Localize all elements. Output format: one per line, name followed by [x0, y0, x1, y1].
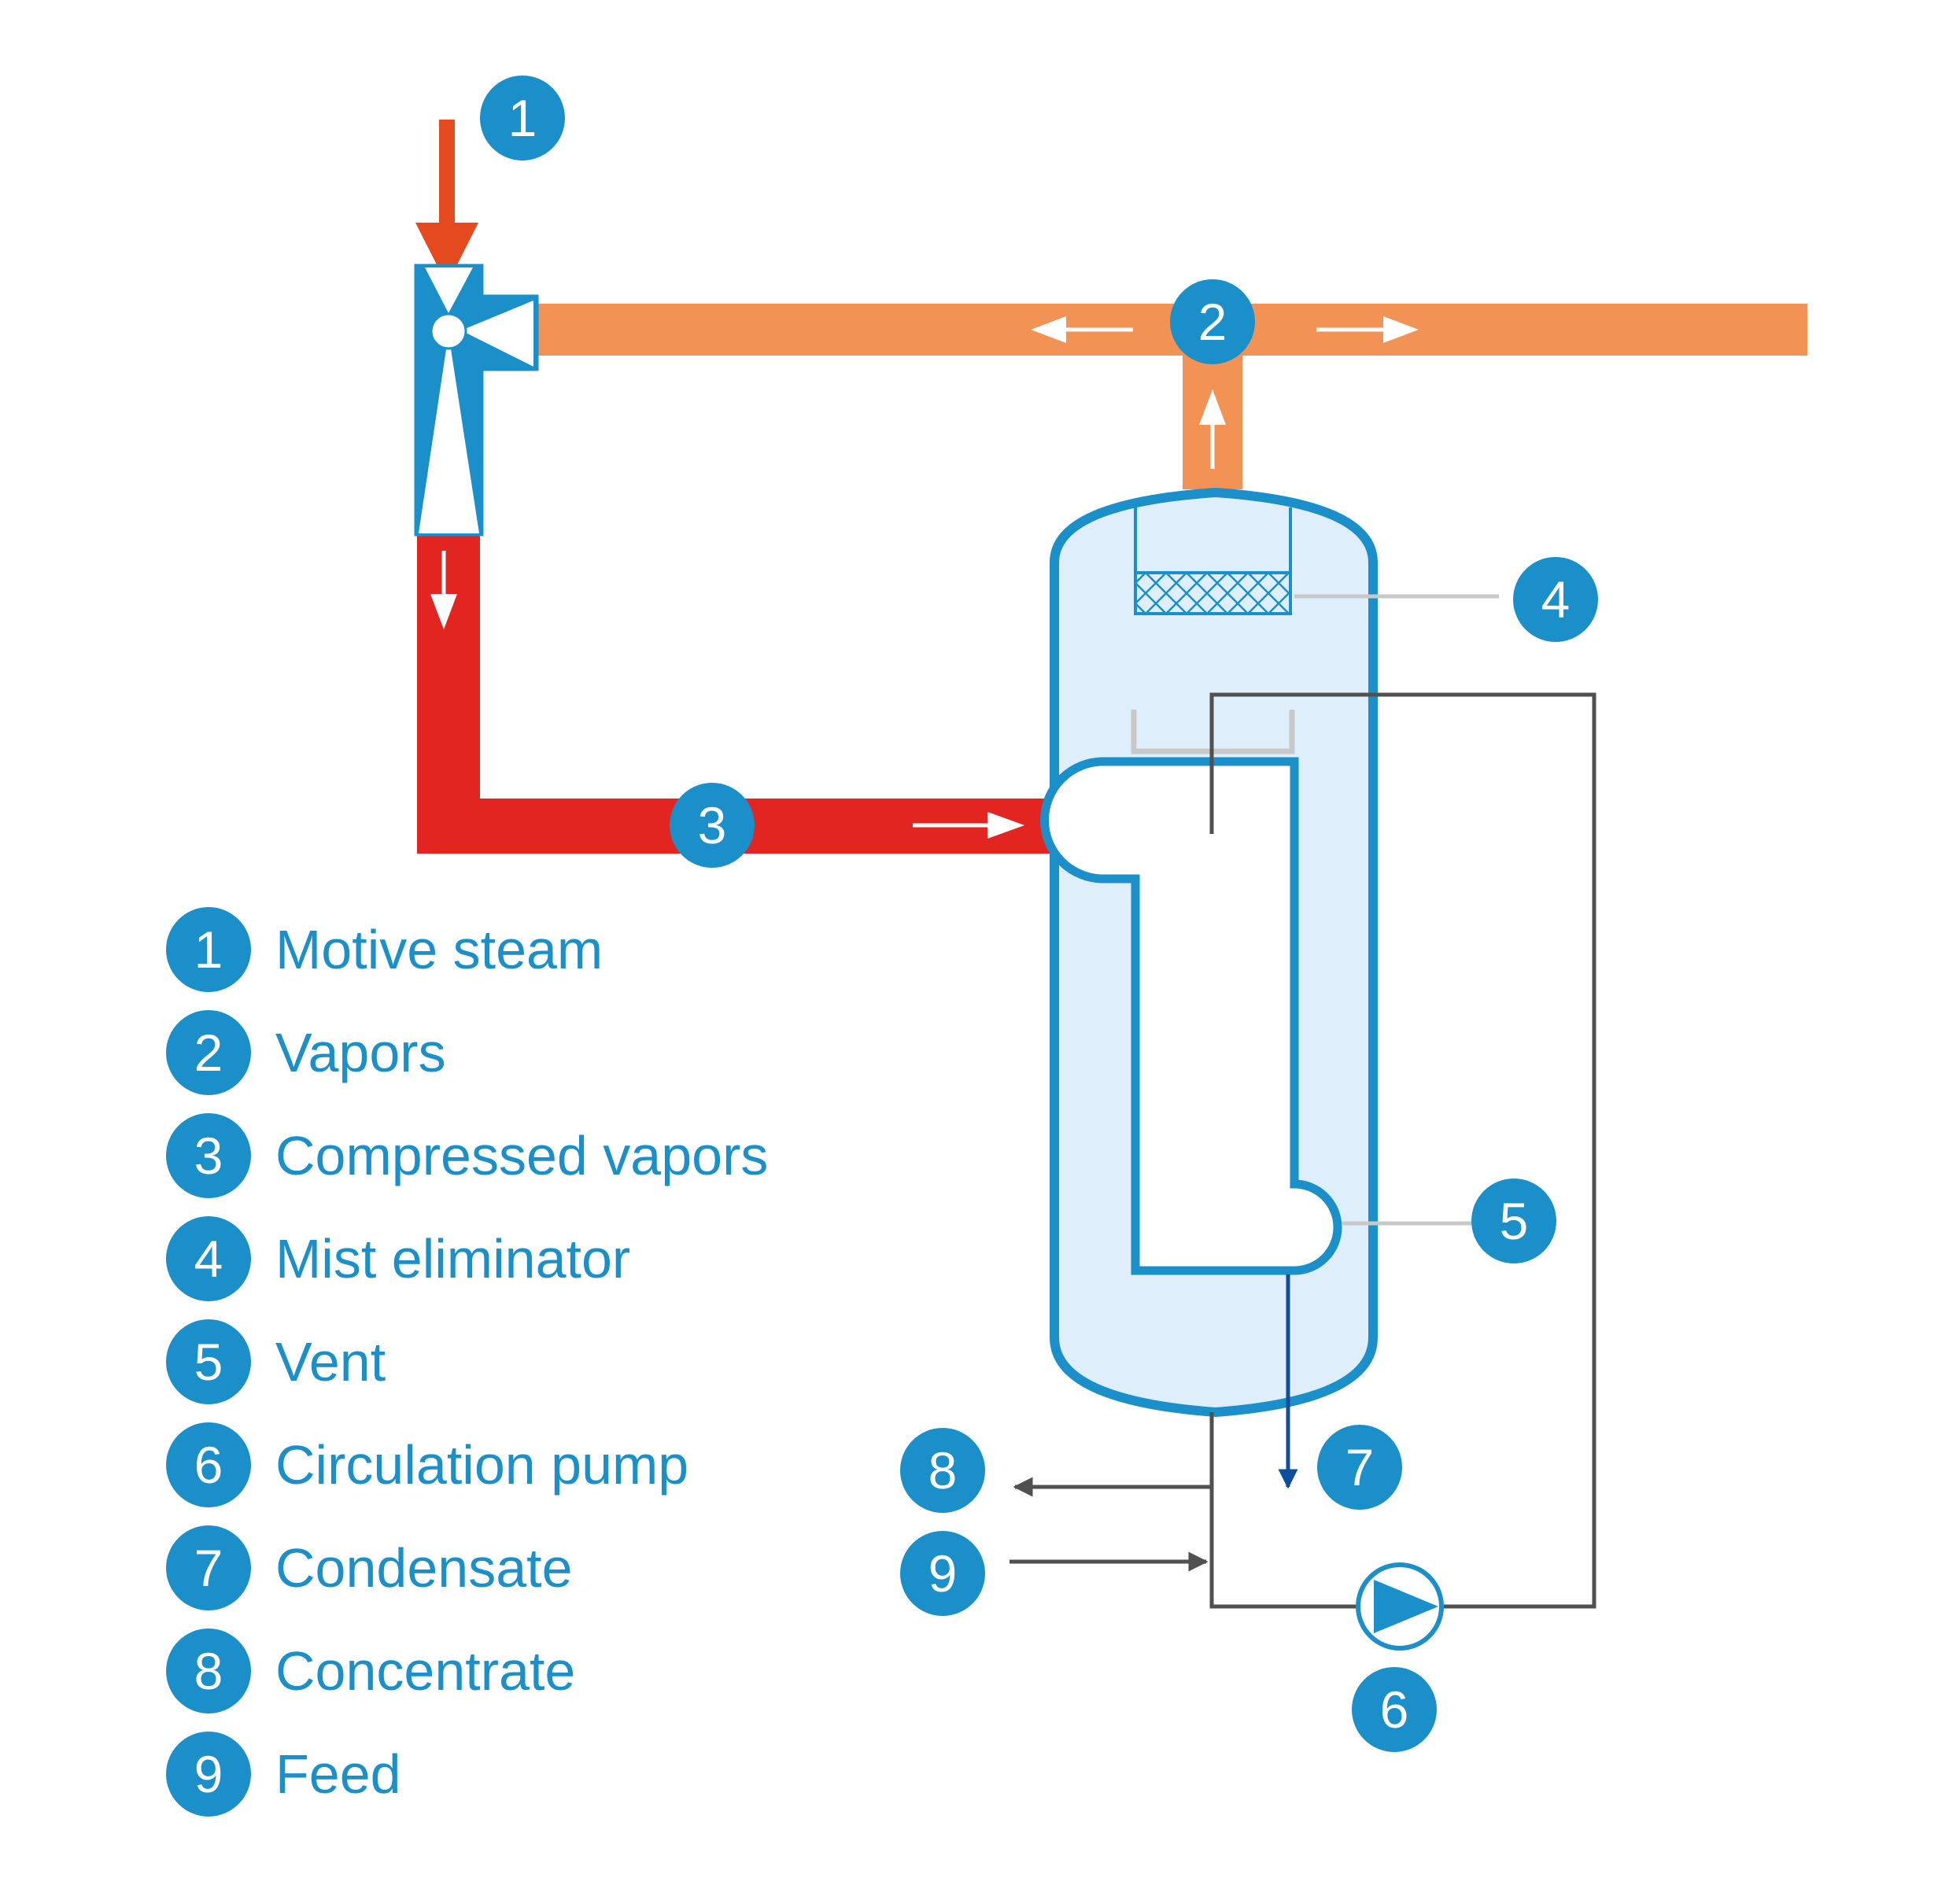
badge-vent: 5 [1471, 1179, 1556, 1263]
process-lines [1010, 692, 1596, 1609]
legend-item: 3 Compressed vapors [166, 1113, 768, 1198]
legend-label: Compressed vapors [275, 1125, 768, 1186]
badge-label: 1 [508, 89, 537, 147]
legend-item: 7 Condensate [166, 1525, 573, 1610]
legend-number: 5 [194, 1333, 223, 1391]
badge-concentrate: 8 [900, 1428, 985, 1513]
legend-item: 8 Concentrate [166, 1629, 575, 1713]
legend-number: 4 [194, 1230, 223, 1288]
badge-vapors: 2 [1170, 279, 1255, 364]
legend-item: 4 Mist eliminator [166, 1216, 630, 1301]
leader-lines [1294, 594, 1499, 1226]
badge-label: 7 [1345, 1438, 1375, 1496]
compressed-vapors-flow-arrows [430, 551, 1024, 839]
badge-label: 8 [928, 1441, 958, 1499]
legend-number: 7 [194, 1539, 223, 1597]
legend: 1 Motive steam 2 Vapors 3 Compressed vap… [166, 907, 768, 1817]
badge-compressed-vapors: 3 [670, 783, 755, 868]
legend-item: 9 Feed [166, 1732, 401, 1817]
mist-eliminator [1134, 507, 1292, 615]
legend-label: Condensate [275, 1537, 573, 1599]
legend-item: 5 Vent [166, 1319, 386, 1404]
badge-circulation-pump: 6 [1352, 1667, 1437, 1752]
circulation-pump [1356, 1562, 1444, 1651]
heating-element [1040, 757, 1342, 1275]
badge-label: 3 [698, 796, 727, 854]
legend-label: Feed [275, 1743, 401, 1805]
badge-label: 4 [1541, 570, 1571, 629]
legend-label: Vent [275, 1331, 386, 1392]
legend-label: Vapors [275, 1022, 446, 1083]
legend-number: 6 [194, 1436, 223, 1494]
badge-feed: 9 [900, 1531, 985, 1616]
legend-label: Circulation pump [275, 1434, 688, 1496]
badge-label: 9 [928, 1544, 958, 1603]
badge-condensate: 7 [1317, 1425, 1402, 1510]
legend-label: Mist eliminator [275, 1228, 630, 1289]
legend-number: 3 [194, 1127, 223, 1185]
legend-label: Motive steam [275, 919, 603, 980]
badge-label: 5 [1500, 1192, 1529, 1250]
legend-label: Concentrate [275, 1640, 575, 1702]
badge-label: 6 [1380, 1680, 1409, 1739]
legend-number: 2 [194, 1024, 223, 1082]
badge-label: 2 [1198, 293, 1227, 351]
badge-motive-steam: 1 [480, 76, 565, 160]
badge-mist-eliminator: 4 [1513, 557, 1598, 642]
legend-item: 2 Vapors [166, 1010, 446, 1095]
legend-number: 1 [194, 920, 223, 979]
vapors-flow-arrows [1031, 316, 1419, 469]
legend-number: 9 [194, 1745, 223, 1803]
vapors-pipe [527, 304, 1807, 489]
legend-item: 6 Circulation pump [166, 1422, 688, 1507]
thermocompressor [414, 264, 539, 537]
motive-steam-arrow [415, 120, 478, 285]
compressed-vapors-pipe [417, 527, 1090, 854]
legend-number: 8 [194, 1642, 223, 1700]
legend-item: 1 Motive steam [166, 907, 603, 992]
